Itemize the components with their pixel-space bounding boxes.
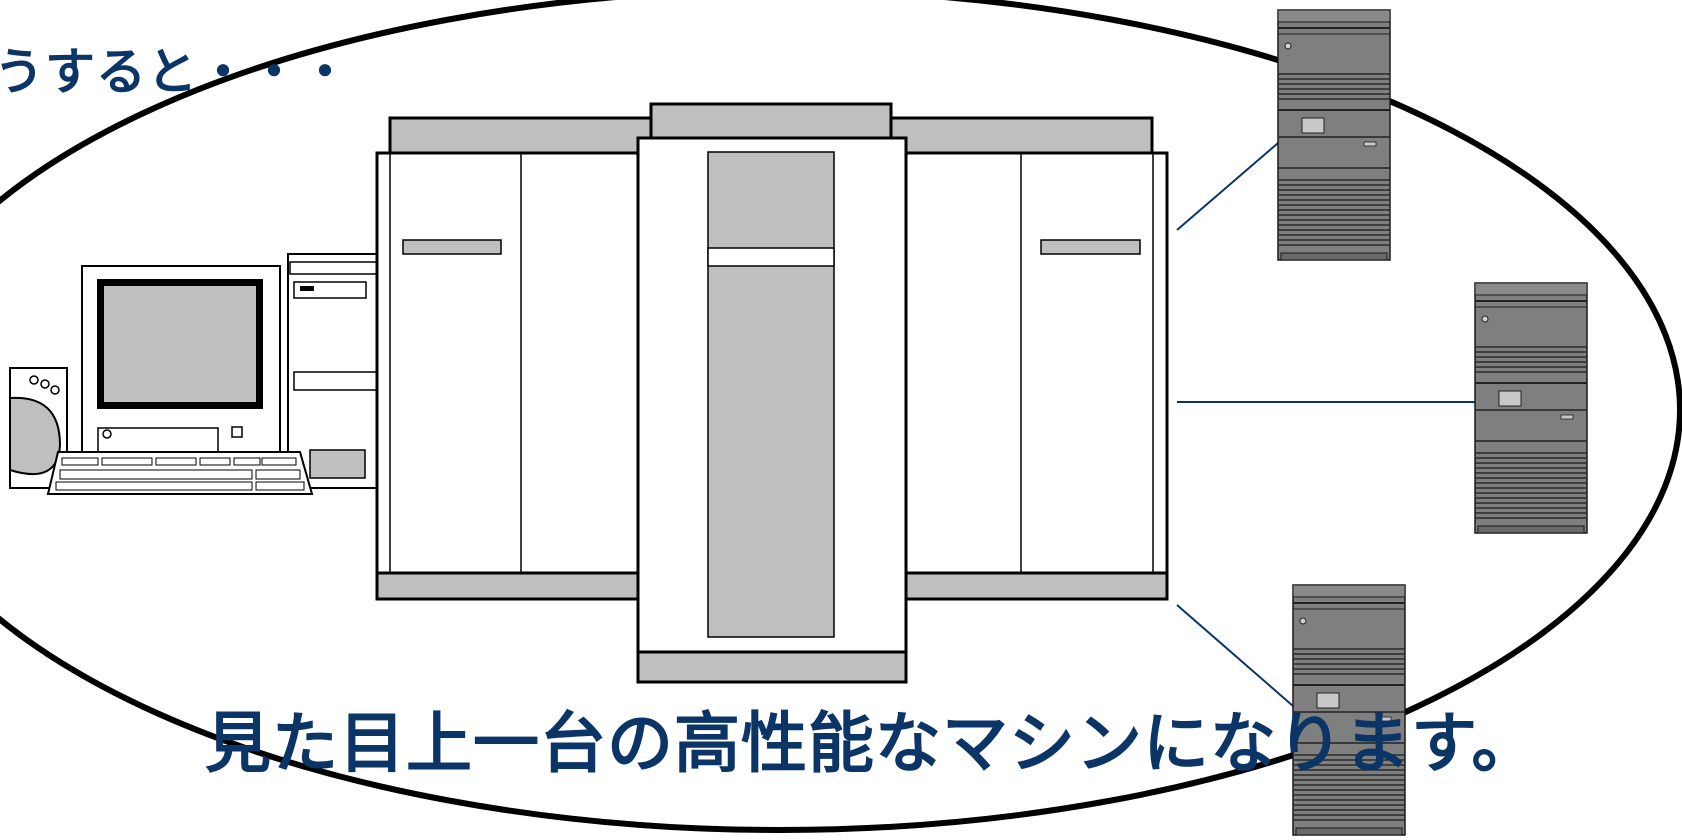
tower-server-icon: [1277, 9, 1391, 261]
link-line-bottom: [1176, 604, 1294, 707]
caption-text: 見た目上一台の高性能なマシンになります。: [205, 705, 1539, 782]
headline-text: うすると・・・: [0, 43, 351, 101]
tower-server-icon: [1474, 282, 1588, 534]
link-line-top: [1176, 142, 1279, 231]
desktop-pc-icon: [9, 253, 381, 495]
network-links: [1176, 142, 1475, 707]
supercomputer-icon: [375, 102, 1169, 684]
